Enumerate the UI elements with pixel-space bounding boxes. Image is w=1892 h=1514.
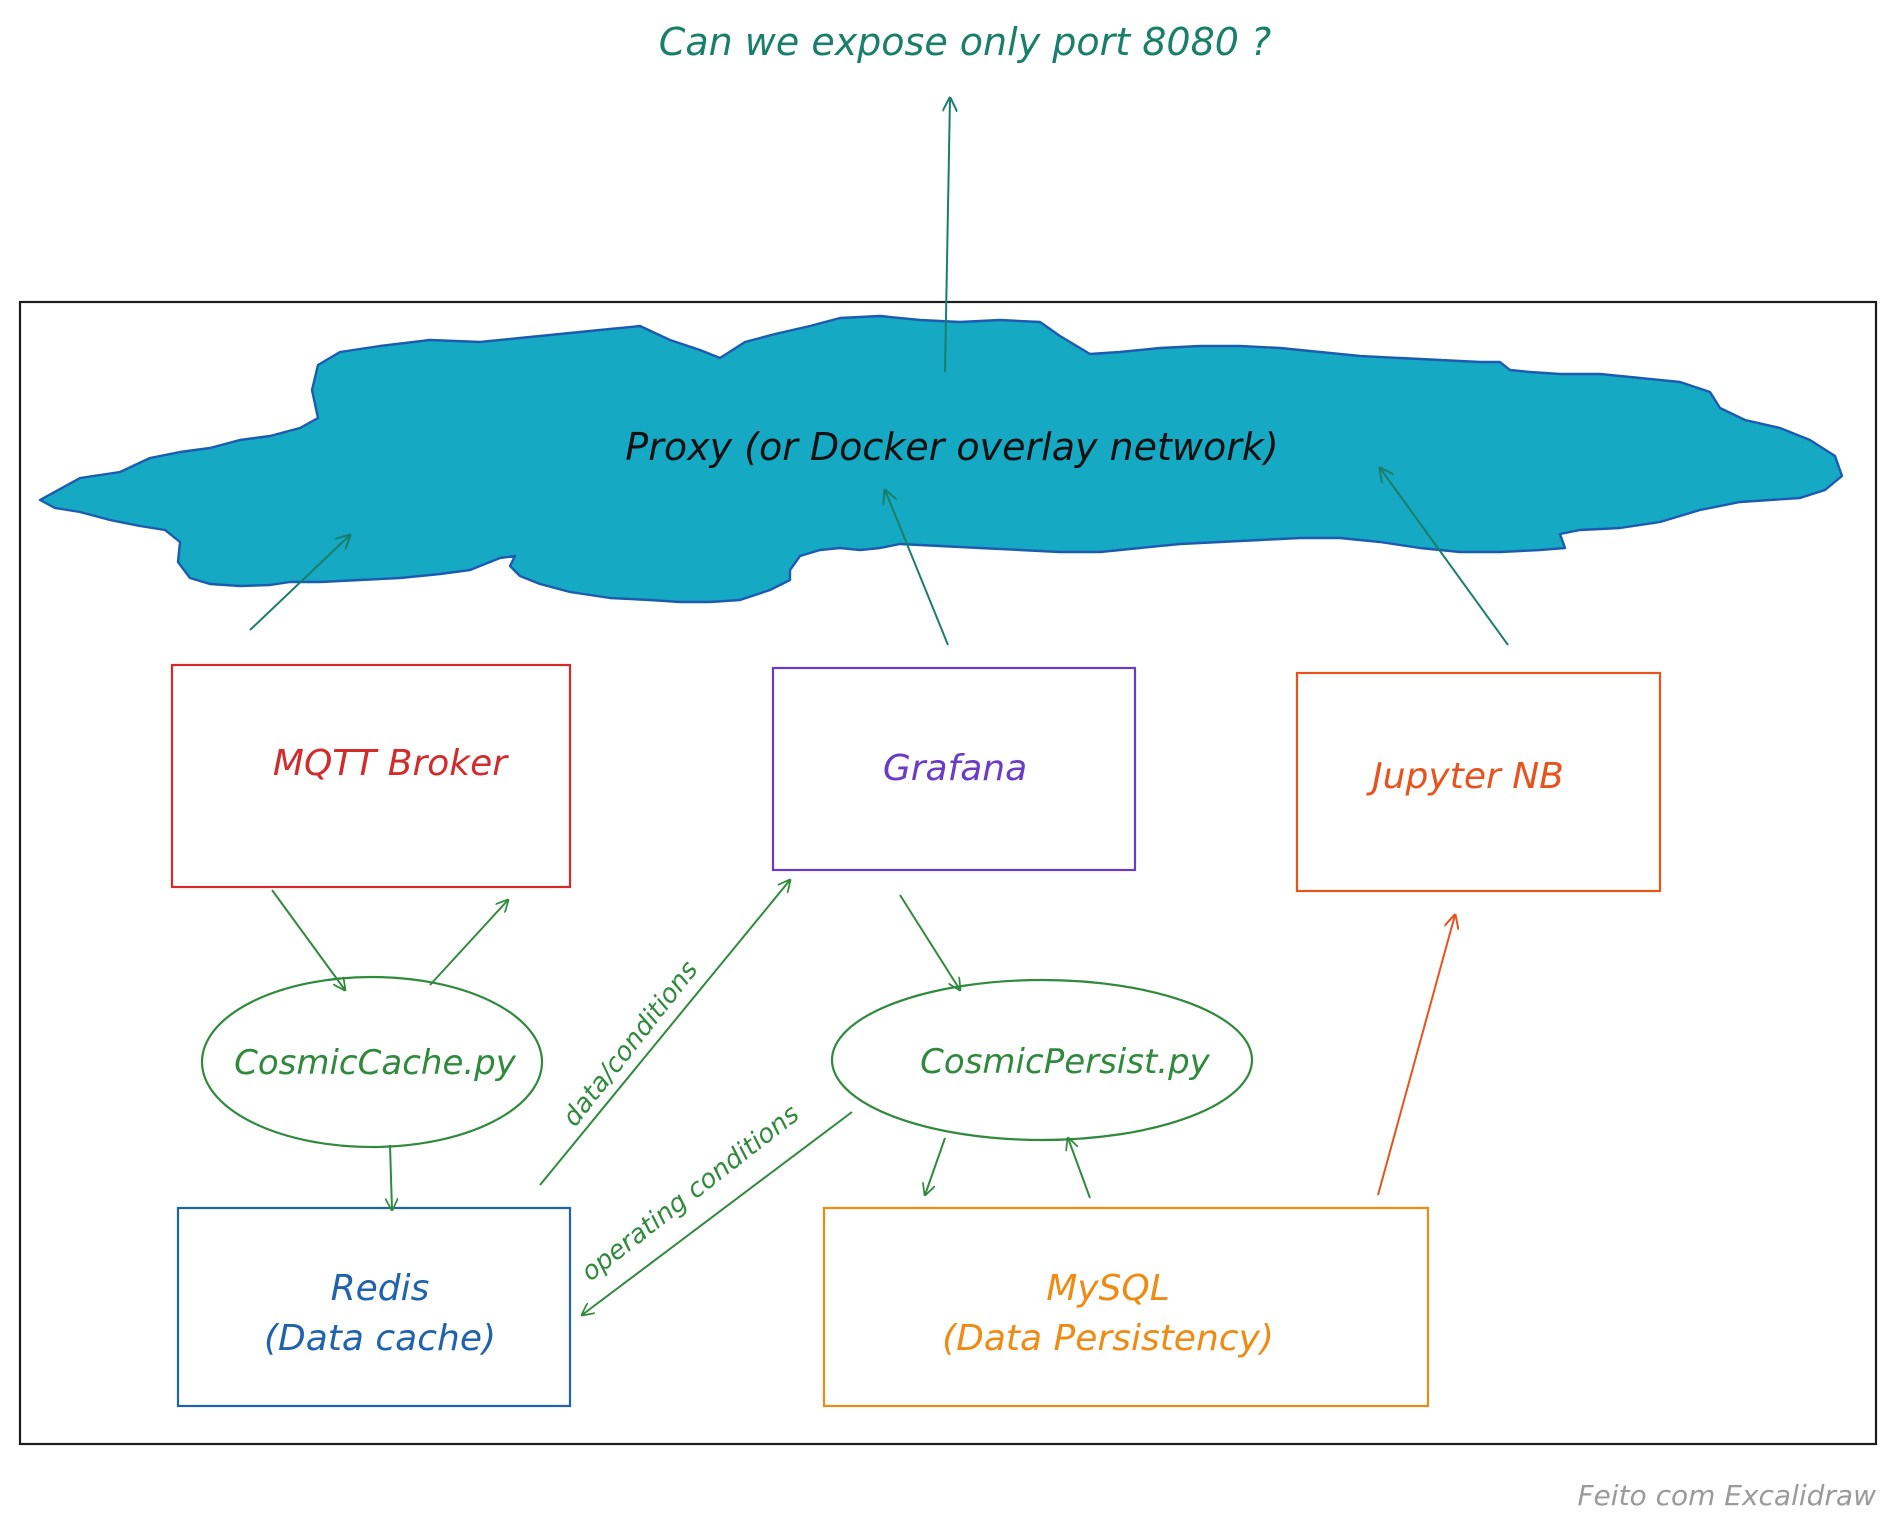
redis-box	[176, 1206, 572, 1408]
arrow-mqtt-to-proxy	[249, 535, 350, 631]
outer-frame	[18, 300, 1878, 1446]
arrow-grafana-to-persist	[899, 894, 960, 990]
arrow-mysql-to-persist	[1068, 1138, 1091, 1199]
cosmic-persist-ellipse	[830, 978, 1254, 1142]
arrow-persist-to-redis	[582, 1111, 853, 1315]
mqtt-broker-label: MQTT Broker	[273, 743, 509, 784]
mqtt-broker-box	[170, 663, 572, 889]
arrow-grafana-to-proxy	[885, 490, 949, 646]
proxy-cloud	[38, 314, 1844, 604]
edge-label-data-conditions: data/conditions	[557, 955, 704, 1132]
arrow-jupyter-to-proxy	[1380, 468, 1509, 646]
arrow-cache-to-mqtt	[429, 900, 508, 986]
arrow-mysql-to-jupyter	[1377, 915, 1455, 1196]
cosmic-persist-label: CosmicPersist.py	[920, 1042, 1211, 1082]
mysql-label-line2: (Data Persistency)	[942, 1318, 1274, 1359]
mysql-label-line1: MySQL	[1046, 1268, 1170, 1309]
arrow-redis-to-grafana	[539, 880, 790, 1186]
jupyter-label: Jupyter NB	[1366, 756, 1564, 797]
cosmic-cache-ellipse	[200, 975, 544, 1149]
arrow-cache-to-redis	[390, 1144, 392, 1210]
edge-label-operating-conditions: operating conditions	[576, 1099, 805, 1287]
jupyter-box	[1295, 671, 1662, 893]
mysql-box	[822, 1206, 1430, 1408]
grafana-label: Grafana	[883, 748, 1027, 789]
arrow-proxy-to-internet	[945, 98, 950, 373]
footer-credit: Feito com Excalidraw	[1577, 1479, 1876, 1512]
arrow-persist-to-mysql	[925, 1137, 946, 1195]
question-text: Can we expose only port 8080 ?	[659, 20, 1271, 64]
proxy-label: Proxy (or Docker overlay network)	[625, 425, 1278, 469]
grafana-box	[771, 666, 1137, 872]
redis-label-line2: (Data cache)	[264, 1318, 496, 1359]
redis-label-line1: Redis	[331, 1268, 430, 1309]
arrow-mqtt-to-cache	[271, 889, 345, 990]
cosmic-cache-label: CosmicCache.py	[234, 1043, 517, 1083]
